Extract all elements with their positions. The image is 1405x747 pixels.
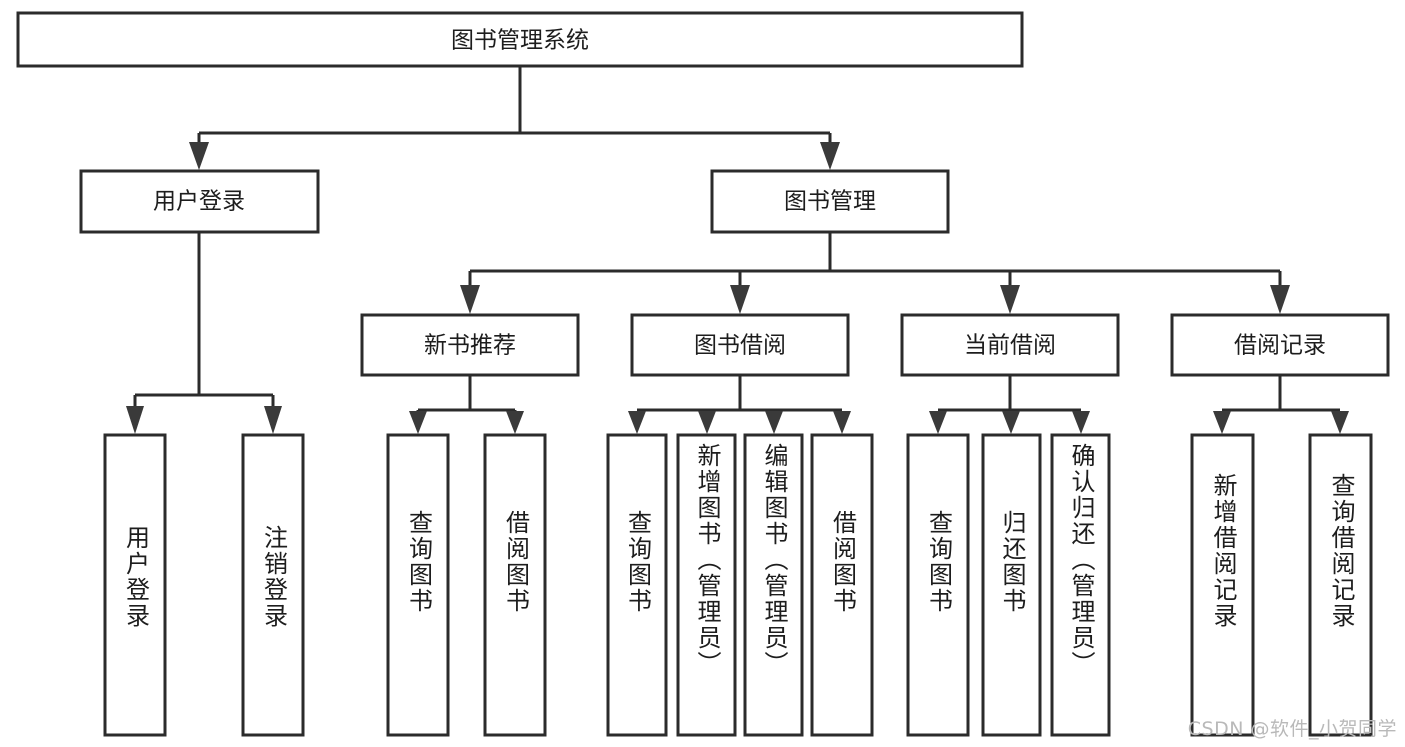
arrow-user-leaf-1-icon (126, 406, 144, 434)
arrow-user-leaf-2-icon (264, 406, 282, 434)
arrow-borrow-leaf-1-icon (628, 411, 646, 434)
arrow-records-leaf-2-icon (1331, 411, 1349, 434)
connector-group-records (1213, 375, 1349, 434)
arrow-newbook-leaf-2-icon (506, 411, 524, 434)
node-current-borrow-label: 当前借阅 (964, 333, 1056, 359)
arrow-book-child-1-icon (460, 285, 480, 314)
node-leaf-user-login-rect[interactable] (103, 433, 167, 737)
node-leaf-borrow-book-bor-rect[interactable] (810, 433, 874, 737)
node-borrow-records-rect[interactable] (1170, 313, 1390, 377)
node-book-borrow-rect[interactable] (630, 313, 850, 377)
node-leaf-query-book-bor-rect[interactable] (606, 433, 668, 737)
arrow-root-to-user-icon (189, 142, 209, 170)
node-leaf-query-book-rec-rect[interactable] (386, 433, 450, 737)
connector-group-current (929, 375, 1090, 434)
arrow-root-to-book-icon (820, 142, 840, 170)
node-root-label: 图书管理系统 (451, 28, 589, 54)
node-book-borrow-label: 图书借阅 (694, 333, 786, 359)
arrow-borrow-leaf-2-icon (698, 411, 716, 434)
node-leaf-edit-book-rect[interactable] (743, 433, 804, 737)
connector-group-new-books (409, 375, 524, 434)
node-borrow-records-label: 借阅记录 (1234, 333, 1326, 359)
arrow-book-child-2-icon (730, 285, 750, 314)
arrow-borrow-leaf-4-icon (833, 411, 851, 434)
node-current-borrow-rect[interactable] (900, 313, 1120, 377)
node-user-login-rect[interactable] (79, 169, 320, 234)
arrow-borrow-leaf-3-icon (765, 411, 783, 434)
node-leaf-user-logout-rect[interactable] (241, 433, 305, 737)
leaf-rects (103, 433, 1373, 737)
node-user-login-label: 用户登录 (153, 189, 245, 215)
node-new-book-recommend-rect[interactable] (360, 313, 580, 377)
node-book-manage-rect[interactable] (710, 169, 950, 234)
arrow-book-child-3-icon (1000, 285, 1020, 314)
node-book-manage[interactable]: 图书管理 (710, 169, 950, 234)
arrow-book-child-4-icon (1270, 285, 1290, 314)
arrow-current-leaf-3-icon (1072, 411, 1090, 434)
node-book-borrow[interactable]: 图书借阅 (630, 313, 850, 377)
node-current-borrow[interactable]: 当前借阅 (900, 313, 1120, 377)
node-root-rect[interactable] (16, 11, 1024, 68)
node-leaf-query-book-cur-rect[interactable] (906, 433, 970, 737)
node-new-book-recommend[interactable]: 新书推荐 (360, 313, 580, 377)
arrow-newbook-leaf-1-icon (409, 411, 427, 434)
connector-group-borrow (628, 375, 851, 434)
node-user-login[interactable]: 用户登录 (79, 169, 320, 234)
arrow-current-leaf-1-icon (929, 411, 947, 434)
node-leaf-borrow-book-rec-rect[interactable] (483, 433, 547, 737)
connector-group-user-login (126, 232, 282, 434)
node-leaf-query-record-rect[interactable] (1308, 433, 1373, 737)
node-leaf-return-book-rect[interactable] (981, 433, 1042, 737)
connector-group-root (189, 66, 840, 170)
node-leaf-add-record-rect[interactable] (1190, 433, 1255, 737)
node-borrow-records[interactable]: 借阅记录 (1170, 313, 1390, 377)
arrow-current-leaf-2-icon (1002, 411, 1020, 434)
node-book-manage-label: 图书管理 (784, 189, 876, 215)
connector-group-book-manage (460, 232, 1290, 314)
node-root[interactable]: 图书管理系统 (16, 11, 1024, 68)
node-leaf-confirm-return-rect[interactable] (1050, 433, 1111, 737)
arrow-records-leaf-1-icon (1213, 411, 1231, 434)
node-new-book-recommend-label: 新书推荐 (424, 333, 516, 359)
node-leaf-add-book-rect[interactable] (676, 433, 737, 737)
